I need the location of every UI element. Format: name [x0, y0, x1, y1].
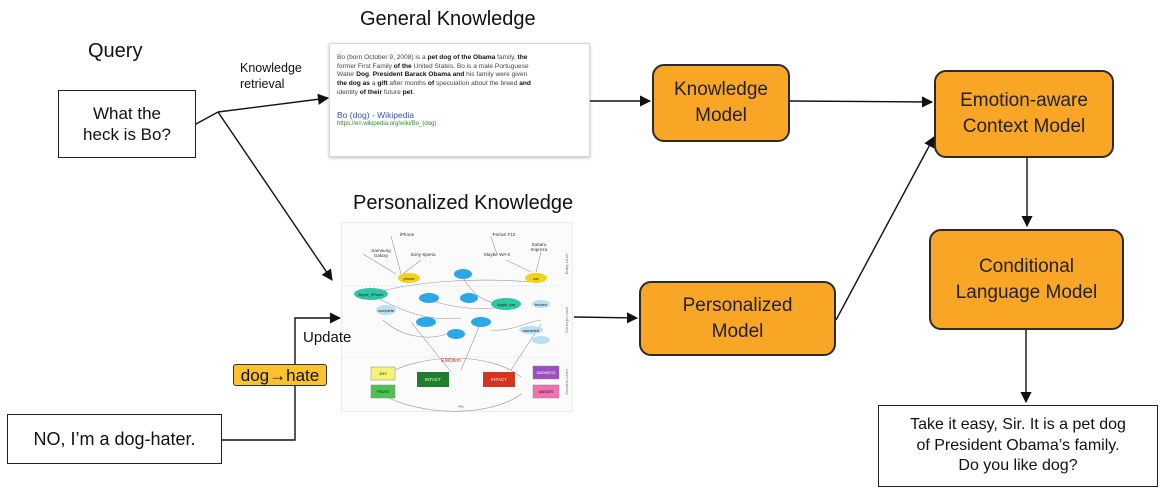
wikipedia-snippet: Bo (born October 9, 2008) is a pet dog o…: [329, 43, 590, 157]
emotion-model-line-2: Context Model: [962, 116, 1086, 137]
personalized-knowledge-graph: iPhone Samsung Galaxy Sony Xperia Ferrar…: [341, 222, 573, 412]
graph-node-intact-red: [483, 372, 515, 387]
emotion-model-line-1: Emotion-aware: [960, 90, 1088, 112]
user-reply-box: NO, I’m a dog-hater.: [7, 414, 222, 464]
query-box: What the heck is Bo?: [58, 90, 196, 158]
graph-node-sadness: [532, 365, 560, 380]
personalized-knowledge-title: Personalized Knowledge: [353, 192, 574, 214]
graph-label-maybe: Maybe WA 6: [484, 252, 510, 257]
svg-text:TRUST: TRUST: [376, 389, 390, 394]
graph-node-apple-iphone: [354, 288, 388, 300]
knowledge-retrieval-line-1: Knowledge: [240, 61, 302, 75]
graph-node-anger: [532, 384, 560, 399]
response-line-1: Take it easy, Sir. It is a pet dog: [910, 415, 1126, 433]
svg-text:Galaxy: Galaxy: [374, 253, 389, 258]
personalized-model-line-1: Personalized: [682, 294, 793, 316]
graph-node-apple-car: [491, 298, 521, 310]
svg-text:broken: broken: [535, 302, 547, 307]
wiki-line-4: the dog as a gift after months of specul…: [337, 80, 531, 88]
graph-label-sony: Sony Xperia: [410, 252, 435, 257]
knowledge-model-line-1: Knowledge: [673, 79, 769, 101]
graph-node-trust: [370, 384, 396, 399]
svg-text:ANGER: ANGER: [539, 389, 553, 394]
graph-label-subaru: Subaru: [532, 242, 547, 247]
svg-text:Emotion Level: Emotion Level: [564, 369, 569, 394]
personalized-model: Personalized Model: [639, 281, 836, 356]
graph-label-emotion: EMOtion: [441, 358, 461, 364]
knowledge-retrieval-label: Knowledge retrieval: [240, 60, 302, 92]
personalized-model-line-2: Model: [711, 320, 764, 342]
knowledge-model-line-2: Model: [695, 105, 747, 126]
svg-text:Entity Level: Entity Level: [564, 254, 569, 275]
svg-text:Apple_iPhone: Apple_iPhone: [359, 292, 385, 297]
graph-node-joy: [370, 366, 396, 381]
wiki-line-3: Water Dog. President Barack Obama and hi…: [337, 71, 528, 79]
arrow-to-wiki: [217, 93, 330, 113]
query-title: Query: [88, 40, 143, 62]
update-label: Update: [303, 329, 352, 346]
arrow-query-junction: [195, 111, 219, 125]
response-line-3: Do you like dog?: [958, 457, 1078, 475]
svg-text:JOY: JOY: [379, 371, 387, 376]
wiki-url: https://en.wikipedia.org/wiki/Bo_(dog): [337, 120, 437, 127]
arrow-knowledge-to-emotion: [789, 96, 934, 108]
svg-text:SADNESS: SADNESS: [536, 370, 555, 375]
svg-text:Concept Level: Concept Level: [564, 307, 569, 333]
graph-node-car: [525, 273, 547, 283]
svg-text:phone: phone: [403, 276, 415, 281]
graph-node-intact-green: [417, 372, 449, 387]
svg-text:stumbled: stumbled: [523, 328, 539, 333]
emotion-aware-context-model: Emotion-aware Context Model: [934, 70, 1114, 158]
arrow-to-graph: [217, 111, 333, 281]
svg-text:Apple_car: Apple_car: [497, 302, 516, 307]
query-line-2: heck is Bo?: [83, 125, 171, 144]
conditional-model-line-1: Conditional: [978, 255, 1075, 277]
svg-text:car: car: [533, 276, 539, 281]
general-knowledge-title: General Knowledge: [360, 8, 536, 30]
conditional-model-line-2: Language Model: [955, 281, 1098, 303]
query-line-1: What the: [92, 103, 162, 123]
graph-label-ptt: Ptt: [459, 404, 465, 409]
svg-text:complete: complete: [378, 308, 395, 313]
wiki-line-2: former First Family of the United States…: [337, 62, 529, 70]
knowledge-retrieval-line-2: retrieval: [240, 77, 285, 91]
svg-text:INTACT: INTACT: [425, 377, 441, 382]
response-box: Take it easy, Sir. It is a pet dog of Pr…: [878, 405, 1158, 487]
graph-label-samsung: Samsung: [371, 248, 391, 253]
dog-hate-tag: dog→hate: [233, 364, 327, 386]
graph-label-iphone: iPhone: [400, 232, 415, 237]
graph-node-phone: [398, 273, 420, 283]
response-line-2: of President Obama’s family.: [916, 436, 1120, 454]
knowledge-model: Knowledge Model: [652, 64, 790, 142]
graph-label-ferrari: Ferrari F12: [493, 232, 516, 237]
wiki-line-1: Bo (born October 9, 2008) is a pet dog o…: [337, 54, 528, 61]
arrow-graph-to-personalized: [573, 312, 639, 324]
conditional-language-model: Conditional Language Model: [929, 229, 1124, 330]
svg-text:Impreza: Impreza: [531, 247, 548, 252]
wiki-link[interactable]: Bo (dog) - Wikipedia: [337, 109, 415, 120]
svg-text:INTACT: INTACT: [491, 377, 507, 382]
arrow-personalized-to-emotion: [835, 136, 935, 321]
wiki-line-5: identity of their future pet.: [337, 88, 415, 96]
